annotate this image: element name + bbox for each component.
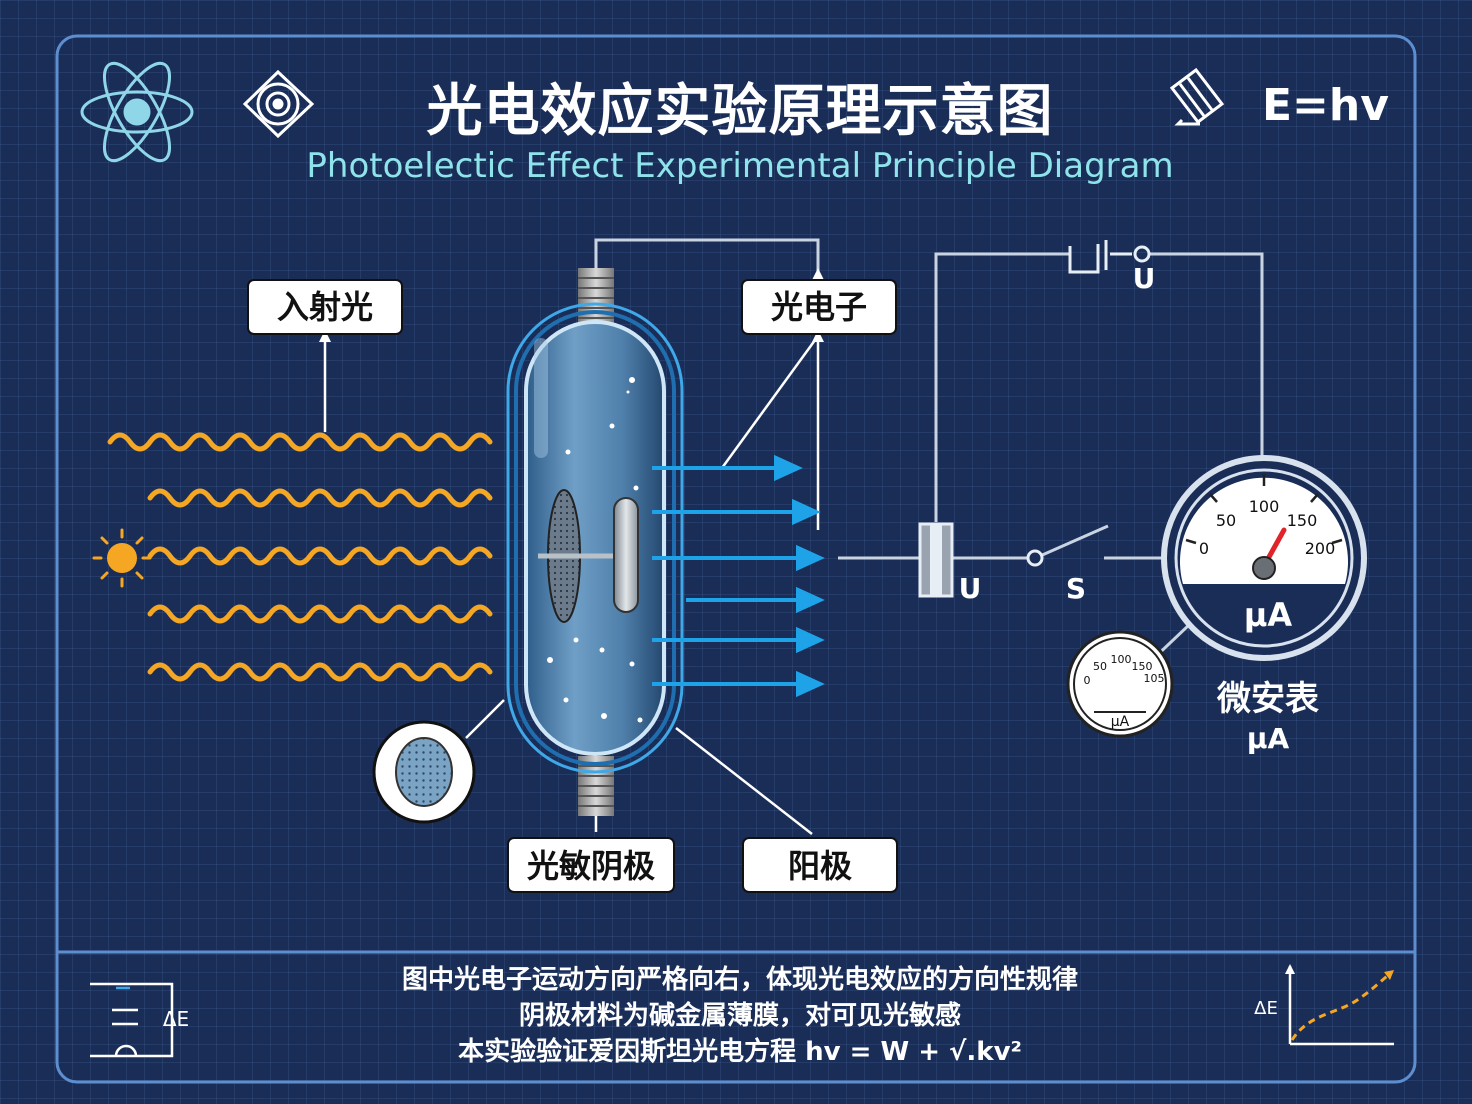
cathode-detail-inset <box>372 720 476 824</box>
light-wave <box>147 546 493 566</box>
svg-text:光敏阴极: 光敏阴极 <box>527 847 655 885</box>
small-meter-tick-label: 105 <box>1144 672 1165 685</box>
incident-light-waves <box>107 432 493 682</box>
frame-border <box>55 34 1417 1084</box>
top-wire-arrow <box>812 268 824 280</box>
label-photosensitive-cathode: 光敏阴极 <box>507 837 675 893</box>
light-wave <box>147 488 493 508</box>
cathode-detail-pointer <box>465 699 505 739</box>
battery-symbol <box>1068 240 1151 274</box>
small-meter-tick-label: 150 <box>1132 660 1153 673</box>
microammeter-large <box>1161 455 1367 661</box>
small-meter-tick-label: 50 <box>1093 660 1107 673</box>
page-subtitle: Photoelectic Effect Experimental Princip… <box>306 146 1174 186</box>
bottom-terminal-screw <box>578 756 614 816</box>
formula-label: E=hv <box>1262 80 1389 131</box>
photoelectron-arrows <box>652 454 825 698</box>
vacuum-tube <box>506 302 684 774</box>
small-meter-tick-label: 0 <box>1084 674 1091 687</box>
microammeter-small <box>1066 630 1174 738</box>
graph-icon-label: ΔE <box>1254 998 1278 1019</box>
note-line: 本实验验证爱因斯坦光电方程 hv = W + √.kv² <box>458 1037 1022 1067</box>
svg-text:入射光: 入射光 <box>277 288 373 326</box>
note-line: 阴极材料为碱金属薄膜，对可见光敏感 <box>518 1001 961 1031</box>
energy-icon-label: ΔE <box>163 1007 189 1031</box>
meter-tick-label: 200 <box>1305 539 1336 558</box>
light-wave <box>147 604 493 624</box>
anode-rod <box>613 497 639 613</box>
meter-unit: μA <box>1244 596 1293 634</box>
small-meter-unit: μA <box>1111 714 1130 730</box>
label-anode: 阳极 <box>742 837 898 893</box>
meter-tick-label: 0 <box>1199 539 1209 558</box>
photoelectron-pointer-diag <box>720 335 820 469</box>
meter-tick-label: 150 <box>1287 511 1318 530</box>
meter-tick-label: 100 <box>1249 497 1280 516</box>
meter-tick-label: 50 <box>1216 511 1236 530</box>
sun-icon <box>92 528 152 588</box>
small-meter-tick-label: 100 <box>1111 653 1132 666</box>
battery-label: U <box>1133 262 1156 295</box>
note-line: 图中光电子运动方向严格向右，体现光电效应的方向性规律 <box>401 965 1078 995</box>
top-wire <box>594 238 820 276</box>
switch-symbol <box>1026 549 1044 567</box>
switch-label: S <box>1066 572 1086 605</box>
svg-text:光电子: 光电子 <box>771 288 867 326</box>
graph-icon <box>1285 964 1394 1046</box>
atom-icon <box>80 61 194 163</box>
light-wave <box>147 662 493 682</box>
label-incident-light: 入射光 <box>247 279 403 335</box>
prism-icon <box>1169 67 1225 126</box>
lens-icon <box>242 69 315 139</box>
circuit-wires <box>838 252 1264 664</box>
microammeter-label: 微安表 <box>1216 679 1319 719</box>
anode-pointer <box>675 727 813 835</box>
voltage-label: U <box>959 572 982 605</box>
svg-text:阳极: 阳极 <box>788 847 852 885</box>
page-title: 光电效应实验原理示意图 <box>426 79 1054 144</box>
energy-level-icon <box>90 982 174 1058</box>
voltage-source <box>918 522 954 598</box>
light-wave <box>107 432 493 452</box>
top-terminal-screw <box>578 268 614 330</box>
microammeter-unit-label: μA <box>1247 722 1290 755</box>
footer-notes: 图中光电子运动方向严格向右，体现光电效应的方向性规律 阴极材料为碱金属薄膜，对可… <box>300 962 1180 1070</box>
label-photoelectron: 光电子 <box>741 279 897 335</box>
